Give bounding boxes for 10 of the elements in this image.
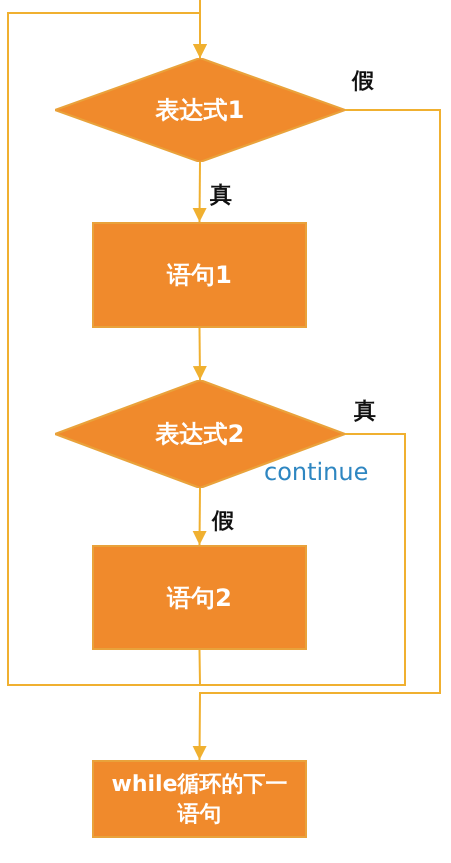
arrow bbox=[192, 488, 207, 546]
process-box: 语句1 bbox=[92, 222, 307, 328]
arrow bbox=[192, 328, 207, 380]
arrow bbox=[7, 12, 406, 686]
process-box: while循环的下一语句 bbox=[92, 760, 307, 838]
process-box: 语句2 bbox=[92, 545, 307, 650]
note-text: continue bbox=[264, 458, 368, 486]
arrow bbox=[192, 109, 441, 760]
arrow bbox=[192, 162, 207, 222]
decision-diamond: 表达式1 bbox=[55, 58, 345, 162]
